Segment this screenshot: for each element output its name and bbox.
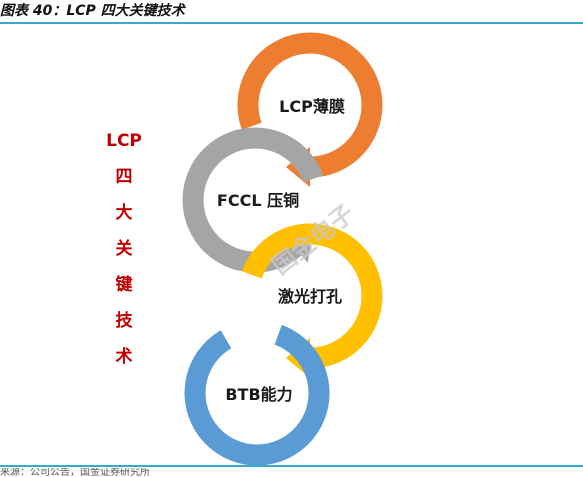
step-4-label: BTB能力 xyxy=(225,385,292,404)
step-1-label: LCP薄膜 xyxy=(279,97,345,116)
top-divider xyxy=(0,22,583,24)
process-diagram: LCP薄膜 FCCL 压铜 激光打孔 BTB能力 国金电子 xyxy=(182,32,383,465)
step-2-label: FCCL 压铜 xyxy=(217,191,299,210)
bottom-divider xyxy=(0,465,583,467)
side-label-char: 大 xyxy=(115,203,133,223)
side-label-char: 关 xyxy=(115,239,133,259)
step-4-ring xyxy=(184,324,330,465)
side-label-char: 四 xyxy=(115,167,133,187)
side-label-char: 键 xyxy=(115,275,133,295)
step-3-label: 激光打孔 xyxy=(278,287,342,306)
side-label-char: 技 xyxy=(115,311,133,331)
side-label: LCP 四 大 关 键 技 术 xyxy=(104,126,144,378)
figure-title: 图表 40：LCP 四大关键技术 xyxy=(0,3,185,19)
source-note: 来源：公司公告，国金证券研究所 xyxy=(0,468,150,477)
side-label-char: LCP xyxy=(106,131,142,151)
side-label-char: 术 xyxy=(115,347,133,367)
